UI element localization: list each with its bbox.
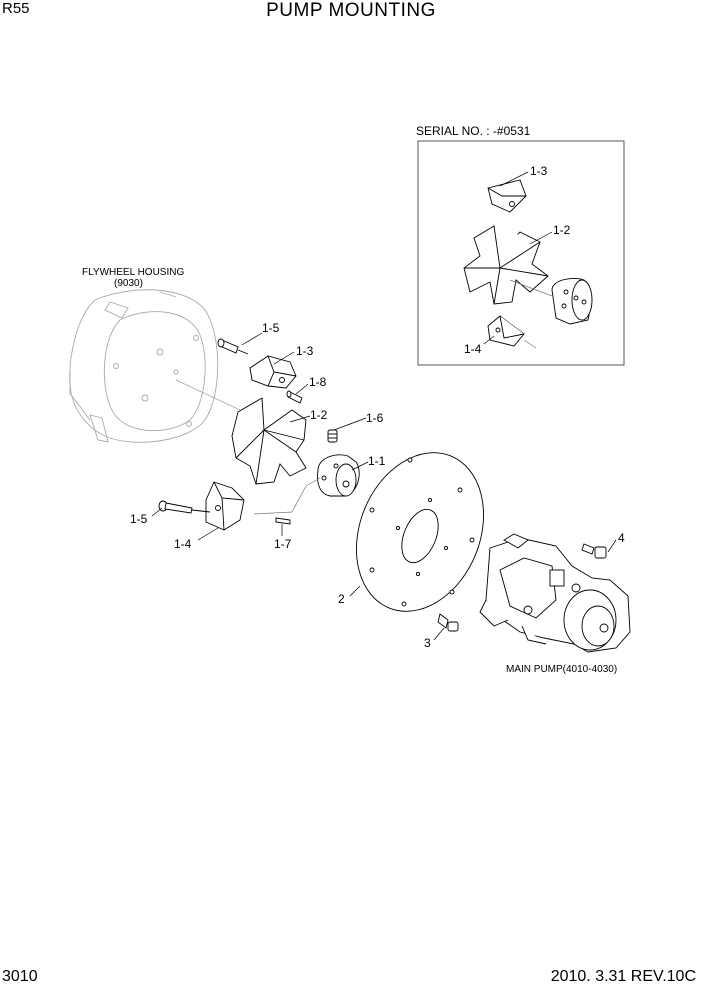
- main-pump-label: MAIN PUMP(4010-4030): [506, 664, 618, 675]
- callout-1-7: 1-7: [274, 537, 292, 551]
- page-title: PUMP MOUNTING: [266, 0, 436, 21]
- main-pump: [479, 533, 631, 653]
- revision-date: 2010. 3.31 REV.10C: [550, 968, 696, 985]
- callout-1-6: 1-6: [366, 411, 384, 425]
- model-code: R55: [2, 0, 30, 17]
- inset-element-1-3: [487, 179, 527, 213]
- rubber-element-1-4: [205, 481, 245, 531]
- bolt-1-5-upper: [217, 338, 249, 355]
- callout-1-1: 1-1: [368, 454, 386, 468]
- inset-callout-1-2: 1-2: [553, 223, 571, 237]
- pin-1-8: [286, 390, 303, 404]
- inset-element-1-4: [487, 315, 525, 347]
- hub-1-1: [317, 454, 360, 497]
- callout-1-4: 1-4: [174, 537, 192, 551]
- serial-number-label: SERIAL NO. : -#0531: [416, 124, 531, 138]
- callout-1-3: 1-3: [296, 344, 314, 358]
- callout-1-8: 1-8: [309, 375, 327, 389]
- inset-element-1-2: [463, 225, 549, 305]
- inset-hub: [551, 278, 593, 325]
- flywheel-housing-label: FLYWHEEL HOUSING: [82, 267, 185, 278]
- callout-1-2: 1-2: [310, 408, 328, 422]
- pin-1-7: [275, 517, 291, 525]
- flywheel-housing-ref: (9030): [114, 278, 143, 289]
- callout-3: 3: [424, 636, 431, 650]
- leader-lines: [151, 171, 617, 641]
- callout-1-5-lower: 1-5: [130, 512, 148, 526]
- rubber-element-1-3: [249, 355, 297, 389]
- callout-4: 4: [618, 531, 625, 545]
- flex-plate-2: [356, 452, 484, 612]
- flywheel-housing: [69, 289, 219, 443]
- bolt-3: [437, 613, 459, 632]
- callout-1-5-upper: 1-5: [262, 321, 280, 335]
- inset-callout-1-4: 1-4: [464, 342, 482, 356]
- inset-frame: [417, 140, 625, 366]
- rubber-element-1-2: [231, 397, 307, 485]
- inset-callout-1-3: 1-3: [530, 164, 548, 178]
- set-screw-1-6: [327, 429, 338, 443]
- bolt-1-5-lower: [158, 500, 211, 514]
- callout-2: 2: [338, 592, 345, 606]
- bolt-4: [581, 543, 607, 559]
- page-number: 3010: [2, 968, 38, 985]
